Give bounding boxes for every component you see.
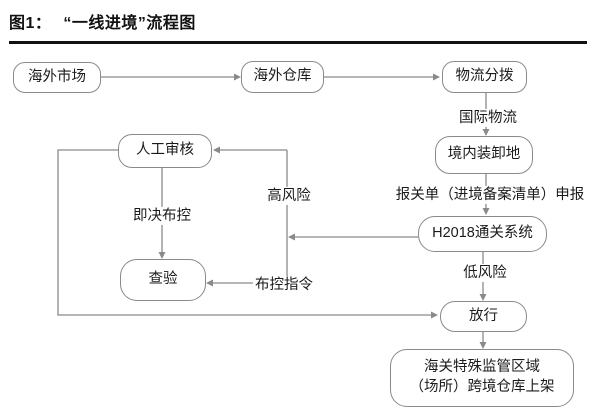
arrowhead-into-inspection-right <box>206 279 213 287</box>
figure-title-prefix: 图1： <box>9 15 52 32</box>
arrowhead-into-release-top <box>479 294 487 301</box>
node-manual-review: 人工审核 <box>118 134 212 168</box>
node-bonded-warehouse: 海关特殊监管区域 （场所）跨境仓库上架 <box>390 349 574 407</box>
arrowhead-into-distribution <box>433 73 440 81</box>
arrowheads <box>158 73 490 349</box>
node-domestic-unloading: 境内装卸地 <box>435 136 533 174</box>
node-h2018-system: H2018通关系统 <box>418 216 547 252</box>
node-bonded-warehouse-line1: 海关特殊监管区域 <box>424 359 540 376</box>
node-release: 放行 <box>440 301 527 332</box>
edge-label-international-logistics: 国际物流 <box>457 108 519 128</box>
node-logistics-distribution: 物流分拨 <box>442 61 527 93</box>
node-overseas-market: 海外市场 <box>13 62 101 93</box>
edge-label-immediate-control: 即决布控 <box>131 206 193 226</box>
edge-branch-to-inspection <box>212 150 288 284</box>
edge-label-high-risk: 高风险 <box>265 186 313 206</box>
arrowhead-into-warehouse <box>234 73 241 81</box>
arrowhead-into-manual-review <box>213 146 220 154</box>
title-divider-rule <box>9 41 587 44</box>
connector-lines <box>57 76 487 342</box>
edge-label-declaration: 报关单（进境备案清单）申报 <box>393 185 587 205</box>
figure-title-main: “一线进境”流程图 <box>63 15 196 32</box>
node-bonded-warehouse-line2: （场所）跨境仓库上架 <box>409 379 555 395</box>
arrowhead-into-inspection-top <box>158 252 166 259</box>
arrowhead-into-unloading <box>482 129 490 136</box>
edge-label-control-instruction: 布控指令 <box>253 275 315 295</box>
edge-label-low-risk: 低风险 <box>461 263 509 283</box>
arrowhead-into-h2018 <box>482 208 490 215</box>
node-overseas-warehouse: 海外仓库 <box>241 61 324 93</box>
arrowhead-into-bonded-warehouse <box>479 342 487 349</box>
figure-title: 图1： “一线进境”流程图 <box>9 9 196 33</box>
node-inspection: 查验 <box>120 259 206 301</box>
arrowhead-into-release-left <box>431 311 438 319</box>
arrowhead-into-branch <box>288 233 295 241</box>
edge-review-to-release <box>57 149 431 316</box>
